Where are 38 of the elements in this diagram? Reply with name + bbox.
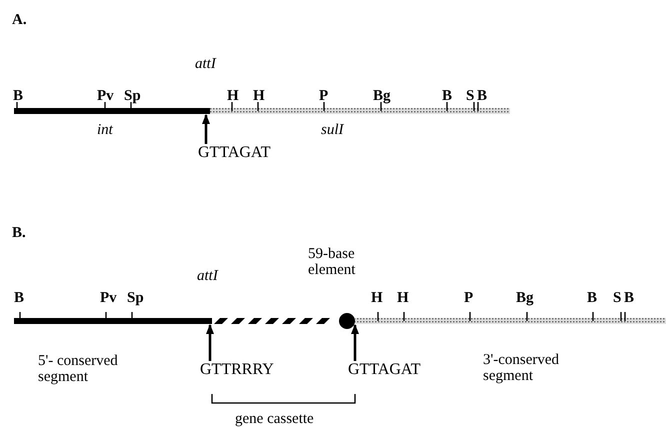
- sequence-label: GTTAGAT: [198, 145, 270, 161]
- site-label: B: [477, 88, 488, 104]
- gene-label: sulI: [321, 122, 344, 138]
- panel-label: A.: [12, 12, 27, 28]
- site-label: P: [464, 290, 474, 306]
- restriction-map: [14, 102, 510, 114]
- locus-label: attI: [197, 268, 218, 284]
- site-label: H: [227, 88, 239, 104]
- site-label: B: [14, 290, 24, 306]
- gene-label: int: [97, 122, 113, 138]
- site-label: Pv: [97, 88, 114, 104]
- element-label: 59-base element: [308, 246, 356, 278]
- site-label: B: [587, 290, 598, 306]
- sequence-label: GTTAGAT: [348, 362, 420, 378]
- site-label: Bg: [373, 88, 391, 104]
- segment-label: 5'- conserved segment: [38, 353, 119, 385]
- site-label: B: [442, 88, 452, 104]
- site-label: Sp: [127, 290, 144, 306]
- site-label: B: [13, 88, 24, 104]
- site-label: B: [624, 290, 634, 306]
- segment-label: 3'-conserved segment: [483, 352, 560, 384]
- site-label: Pv: [100, 290, 117, 306]
- site-label: Bg: [516, 290, 534, 306]
- site-label: P: [319, 88, 328, 104]
- panel-label: B.: [12, 225, 26, 241]
- arrow: [351, 324, 359, 361]
- site-label: H: [397, 290, 409, 306]
- site-label: H: [371, 290, 383, 306]
- bracket-label: gene cassette: [235, 411, 314, 427]
- site-label: S: [466, 88, 474, 104]
- sequence-label: GTTRRRY: [200, 362, 274, 378]
- site-label: Sp: [124, 88, 141, 104]
- locus-label: attI: [195, 56, 216, 72]
- arrow: [206, 324, 214, 361]
- restriction-map: [14, 312, 666, 329]
- site-label: H: [253, 88, 265, 104]
- site-label: S: [613, 290, 622, 306]
- arrow: [202, 114, 210, 144]
